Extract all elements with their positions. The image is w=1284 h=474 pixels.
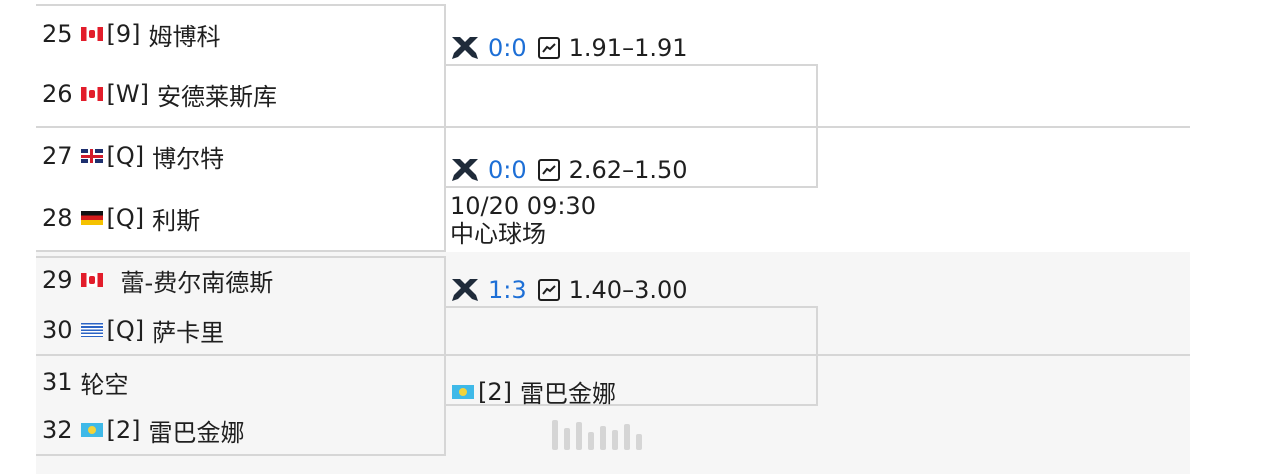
divider xyxy=(444,4,446,126)
advanced-player[interactable]: [2] 雷巴金娜 xyxy=(452,374,616,409)
player-row[interactable]: 29 蕾-费尔南德斯 xyxy=(36,256,444,304)
player-seed: [Q] xyxy=(106,142,145,170)
divider xyxy=(36,250,446,252)
draw-number: 28 xyxy=(42,204,73,232)
canada-flag-icon xyxy=(80,27,103,41)
greece-flag-icon xyxy=(80,323,103,337)
odds-chart-icon xyxy=(537,37,560,59)
bracket-line xyxy=(816,306,818,406)
draw-number: 25 xyxy=(42,20,73,48)
player-row[interactable]: 30 [Q] 萨卡里 xyxy=(36,306,444,354)
player-seed: [9] xyxy=(106,20,141,48)
bracket-line xyxy=(446,64,818,66)
player-seed: [2] xyxy=(478,377,512,406)
player-name: 蕾-费尔南德斯 xyxy=(120,268,274,297)
match-score: 0:0 xyxy=(488,34,527,62)
crossed-swords-icon xyxy=(452,279,478,301)
draw-number: 31 xyxy=(42,368,73,396)
bracket-line xyxy=(446,404,818,406)
watermark-icon xyxy=(552,420,642,450)
match-odds: 2.62–1.50 xyxy=(568,156,688,184)
divider xyxy=(36,4,446,6)
draw-number: 30 xyxy=(42,316,73,344)
player-name: 雷巴金娜 xyxy=(148,418,245,447)
match-venue: 中心球场 xyxy=(450,220,546,248)
match-odds: 1.40–3.00 xyxy=(568,276,688,304)
draw-number: 26 xyxy=(42,80,73,108)
divider xyxy=(36,454,446,456)
divider xyxy=(36,354,1190,356)
kazakhstan-flag-icon xyxy=(80,423,103,437)
divider xyxy=(444,256,446,354)
player-row[interactable]: 27 [Q] 博尔特 xyxy=(36,132,444,180)
canada-flag-icon xyxy=(80,87,103,101)
player-row[interactable]: 26 [W] 安德莱斯库 xyxy=(36,70,444,118)
odds-chart-icon xyxy=(537,279,560,301)
uk-flag-icon xyxy=(80,149,103,163)
bracket-line xyxy=(446,186,818,188)
divider xyxy=(36,126,1190,128)
divider xyxy=(444,126,446,250)
player-row[interactable]: 31 轮空 xyxy=(36,358,444,406)
draw-number: 29 xyxy=(42,266,73,294)
draw-number: 27 xyxy=(42,142,73,170)
divider xyxy=(444,354,446,454)
player-seed: [Q] xyxy=(106,316,145,344)
player-row[interactable]: 25 [9] 姆博科 xyxy=(36,10,444,58)
player-name: 博尔特 xyxy=(152,144,225,173)
player-name: 利斯 xyxy=(152,206,201,235)
match-info: 10/20 09:30 中心球场 xyxy=(450,192,596,248)
match-odds: 1.91–1.91 xyxy=(568,34,688,62)
germany-flag-icon xyxy=(80,211,103,225)
player-name: 安德莱斯库 xyxy=(157,82,278,111)
player-name: 轮空 xyxy=(80,370,129,399)
draw-number: 32 xyxy=(42,416,73,444)
crossed-swords-icon xyxy=(452,37,478,59)
player-row[interactable]: 32 [2] 雷巴金娜 xyxy=(36,406,444,454)
match-summary[interactable]: 1:3 1.40–3.00 xyxy=(450,276,688,304)
player-name: 萨卡里 xyxy=(152,318,225,347)
divider xyxy=(36,256,446,258)
match-datetime: 10/20 09:30 xyxy=(450,192,596,220)
match-score: 0:0 xyxy=(488,156,527,184)
player-name: 姆博科 xyxy=(148,22,221,51)
canada-flag-icon xyxy=(80,273,103,287)
player-row[interactable]: 28 [Q] 利斯 xyxy=(36,194,444,242)
player-name: 雷巴金娜 xyxy=(520,380,616,408)
bracket-line xyxy=(446,306,818,308)
bracket-line xyxy=(816,64,818,188)
match-summary[interactable]: 0:0 1.91–1.91 xyxy=(450,34,688,62)
odds-chart-icon xyxy=(537,159,560,181)
match-summary[interactable]: 0:0 2.62–1.50 xyxy=(450,156,688,184)
player-seed: [Q] xyxy=(106,204,145,232)
match-score: 1:3 xyxy=(488,276,527,304)
player-seed: [2] xyxy=(106,416,141,444)
crossed-swords-icon xyxy=(452,159,478,181)
kazakhstan-flag-icon xyxy=(452,384,474,399)
shaded-section xyxy=(36,252,1190,474)
player-seed: [W] xyxy=(106,80,150,108)
